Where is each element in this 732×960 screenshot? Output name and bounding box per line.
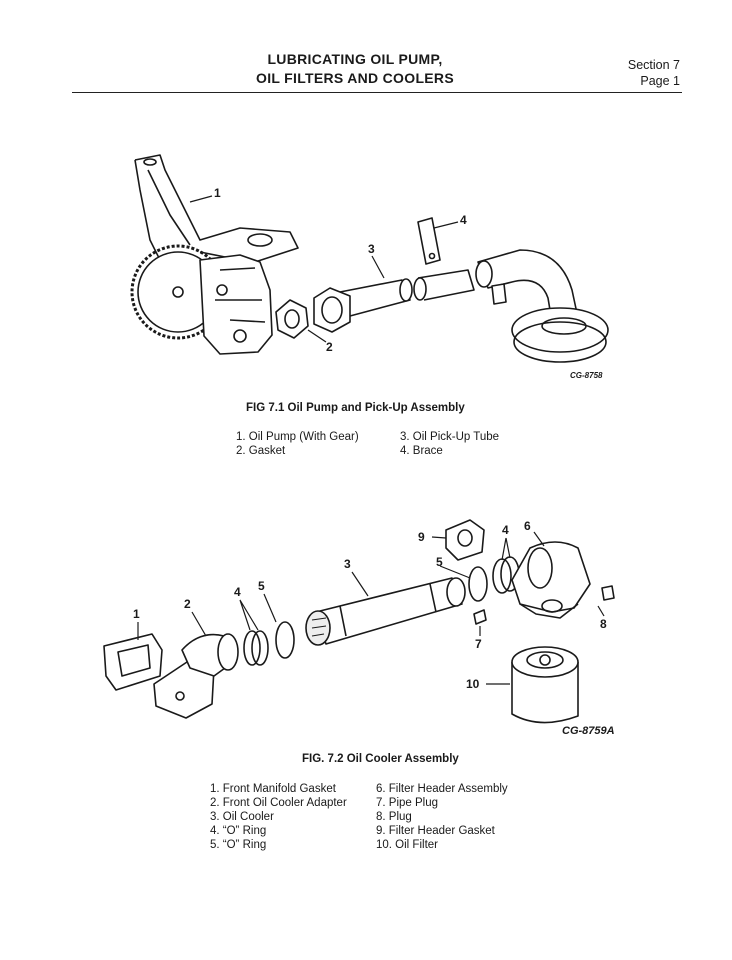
fig2-code: CG-8759A	[562, 725, 615, 737]
fig2-legend-item: 10. Oil Filter	[376, 839, 438, 851]
plugs-drawing	[473, 585, 615, 625]
fig1-callout-4: 4	[460, 213, 467, 227]
title-line-1: LUBRICATING OIL PUMP,	[267, 51, 443, 67]
brace-drawing	[417, 217, 507, 305]
section-label: Section 7	[627, 58, 680, 72]
fig2-callout-1: 1	[133, 607, 140, 621]
pickup-tube-drawing	[313, 249, 609, 363]
fig2-caption: FIG. 7.2 Oil Cooler Assembly	[302, 753, 459, 765]
page-label: Page 1	[640, 74, 680, 88]
page-title: LUBRICATING OIL PUMP, OIL FILTERS AND CO…	[200, 50, 510, 88]
fig2-callout-2: 2	[184, 597, 191, 611]
fig2-legend-item: 5. “O” Ring	[210, 839, 267, 851]
fig2-callout-9: 9	[418, 530, 425, 544]
fig2-callout-5a: 5	[258, 579, 265, 593]
fig1-legend-item: 4. Brace	[400, 445, 443, 457]
fig1-callout-3: 3	[368, 242, 375, 256]
fig1-callout-1: 1	[214, 186, 221, 200]
fig2-legend-item: 3. Oil Cooler	[210, 811, 274, 823]
fig2-legend-item: 6. Filter Header Assembly	[376, 783, 508, 795]
gasket-drawing	[275, 299, 309, 339]
oil-pump-drawing	[130, 154, 299, 355]
fig1-legend-item: 3. Oil Pick-Up Tube	[400, 431, 500, 443]
fig2-callout-7: 7	[475, 637, 482, 651]
section-info: Section 7 Page 1	[600, 57, 680, 89]
fig2-legend-item: 4. “O” Ring	[210, 825, 267, 837]
fig2-callout-10: 10	[466, 677, 480, 691]
fig2-callout-4a: 4	[234, 585, 241, 599]
fig1-legend-item: 2. Gasket	[236, 445, 286, 457]
fig1-legend-col1: 1. Oil Pump (With Gear) 2. Gasket	[236, 430, 359, 458]
fig2-legend-item: 7. Pipe Plug	[376, 797, 439, 809]
fig2-callout-3: 3	[344, 557, 351, 571]
fig2-legend-col1: 1. Front Manifold Gasket 2. Front Oil Co…	[210, 782, 347, 852]
title-line-2: OIL FILTERS AND COOLERS	[256, 70, 454, 86]
fig2-callout-8: 8	[600, 617, 607, 631]
o-rings-left	[243, 621, 295, 666]
fig2-callout-4b: 4	[502, 523, 509, 537]
filter-header-drawing	[511, 541, 591, 619]
cooler-adapter-drawing	[153, 633, 239, 719]
fig2-legend-item: 9. Filter Header Gasket	[376, 825, 495, 837]
fig2-callout-6: 6	[524, 519, 531, 533]
fig2-legend-item: 2. Front Oil Cooler Adapter	[210, 797, 347, 809]
header-gasket-drawing	[445, 519, 485, 561]
oil-cooler-drawing	[305, 577, 466, 646]
fig1-legend-col2: 3. Oil Pick-Up Tube 4. Brace	[400, 430, 499, 458]
fig1-legend-item: 1. Oil Pump (With Gear)	[236, 431, 359, 443]
fig2-callout-5b: 5	[436, 555, 443, 569]
fig1-caption: FIG 7.1 Oil Pump and Pick-Up Assembly	[246, 402, 465, 414]
header-rule	[72, 92, 682, 93]
fig2-legend-item: 8. Plug	[376, 811, 412, 823]
o-rings-right	[468, 556, 520, 602]
fig2-legend-item: 1. Front Manifold Gasket	[210, 783, 336, 795]
oil-filter-drawing	[511, 646, 579, 724]
manifold-gasket-drawing	[103, 633, 163, 691]
fig1-callout-2: 2	[326, 340, 333, 354]
fig1-code: CG-8758	[570, 371, 603, 380]
fig2-legend-col2: 6. Filter Header Assembly 7. Pipe Plug 8…	[376, 782, 508, 852]
